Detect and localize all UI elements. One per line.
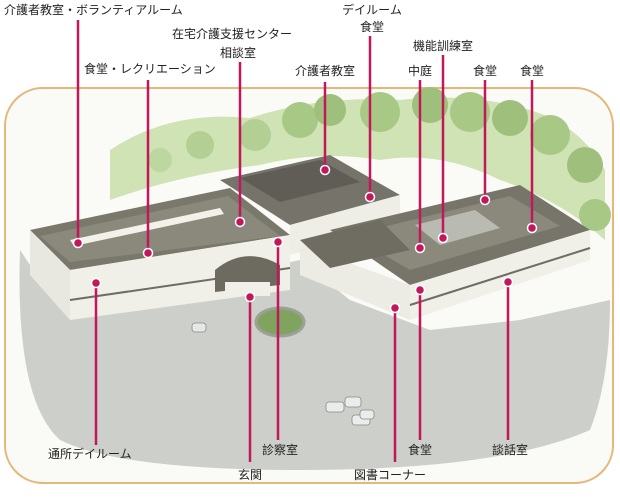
label-nakaniwa: 中庭: [408, 64, 432, 78]
label-shokudo-b: 食堂: [520, 64, 544, 78]
label-kinou-kunren: 機能訓練室: [413, 39, 473, 53]
label-kaigosha-kyoshitsu: 介護者教室: [295, 64, 355, 78]
label-genkan: 玄関: [238, 468, 262, 482]
label-zaitaku-center: 在宅介護支援センター: [172, 27, 292, 41]
label-shokudo-top: 食堂: [360, 20, 384, 34]
label-shokudo-a: 食堂: [473, 64, 497, 78]
label-tsusho-dayroom: 通所デイルーム: [48, 447, 132, 461]
label-toshokorner: 図書コーナー: [354, 468, 426, 482]
label-kaigosha-volunteer: 介護者教室・ボランティアルーム: [4, 3, 183, 17]
label-dayroom: デイルーム: [342, 3, 402, 17]
label-danwashitsu: 談話室: [492, 443, 528, 457]
label-shokudo-recreation: 食堂・レクリエーション: [84, 62, 216, 76]
label-shokudo-bottom: 食堂: [408, 443, 432, 457]
label-shinsatsu: 診察室: [262, 443, 298, 457]
roundabout: [256, 308, 304, 336]
label-soudanshitsu: 相談室: [220, 46, 256, 60]
